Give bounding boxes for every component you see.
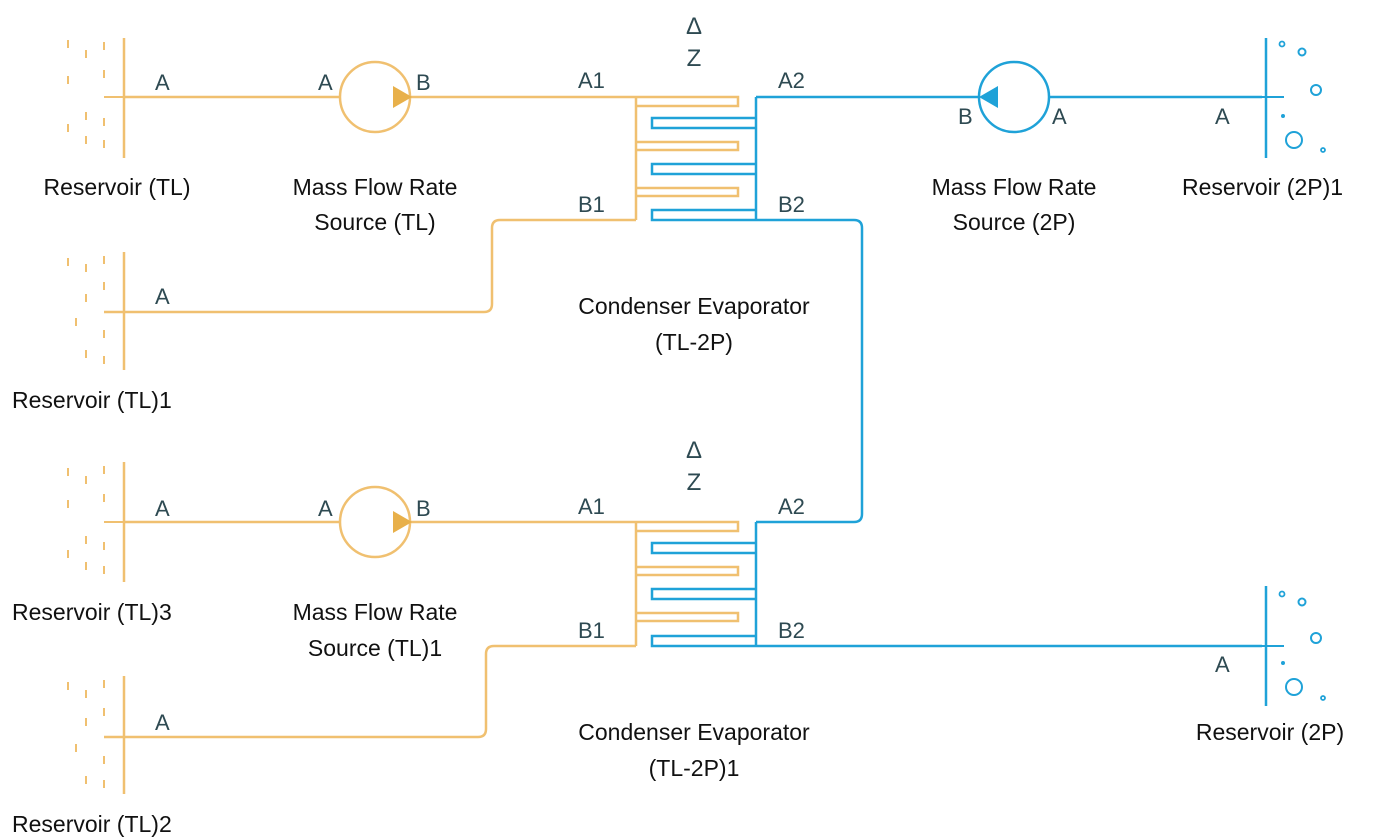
mfrs-tl-block[interactable]: A B Mass Flow Rate Source (TL)	[293, 60, 458, 235]
ce1-port-b1: B1	[578, 618, 605, 643]
mfrs-tl1-port-a: A	[318, 496, 333, 521]
reservoir-2p1-block[interactable]: A Reservoir (2P)1	[1182, 38, 1343, 200]
reservoir-tl1-block[interactable]: A Reservoir (TL)1	[12, 252, 172, 413]
line-res-tl1-to-ce-b1[interactable]	[104, 218, 636, 314]
ce-dz-delta: Δ	[686, 13, 702, 40]
ce1-port-a2: A2	[778, 494, 805, 519]
ce1-label-line2: (TL-2P)1	[649, 755, 740, 781]
mfrs-tl-port-b: B	[416, 70, 431, 95]
line-res-tl2-to-ce1-b1[interactable]	[104, 644, 636, 739]
reservoir-tl-icon	[67, 38, 126, 158]
reservoir-tl2-block[interactable]: A Reservoir (TL)2	[12, 676, 172, 837]
ce1-dz-z: Z	[687, 469, 702, 496]
reservoir-tl2-label: Reservoir (TL)2	[12, 811, 172, 837]
reservoir-2p-icon	[1262, 586, 1326, 706]
ce-port-b1: B1	[578, 192, 605, 217]
ce-dz-z: Z	[687, 45, 702, 72]
ce1-port-b2: B2	[778, 618, 805, 643]
ce1-port-a1: A1	[578, 494, 605, 519]
ce-label-line1: Condenser Evaporator	[578, 293, 810, 319]
reservoir-tl1-icon	[67, 252, 126, 370]
ce1-tl-coil-icon	[634, 520, 740, 646]
ce-2p-coil-icon	[650, 97, 758, 222]
mfrs-tl-label-line1: Mass Flow Rate	[293, 174, 458, 200]
ce1-2p-coil-icon	[650, 522, 758, 648]
ce-port-a1: A1	[578, 68, 605, 93]
mfrs-tl1-label-line1: Mass Flow Rate	[293, 599, 458, 625]
mfrs-tl1-block[interactable]: A B Mass Flow Rate Source (TL)1	[293, 485, 458, 661]
reservoir-tl1-label: Reservoir (TL)1	[12, 387, 172, 413]
reservoir-tl2-icon	[67, 676, 126, 794]
reservoir-tl3-port-a: A	[155, 496, 170, 521]
reservoir-tl3-block[interactable]: A Reservoir (TL)3	[12, 462, 172, 625]
reservoir-2p-block[interactable]: A Reservoir (2P)	[1196, 586, 1344, 745]
reservoir-tl1-port-a: A	[155, 284, 170, 309]
mfrs-tl1-port-b: B	[416, 496, 431, 521]
mfrs-2p-port-a: A	[1052, 104, 1067, 129]
line-ce-b2-to-ce1-a2[interactable]	[756, 218, 864, 524]
reservoir-tl-label: Reservoir (TL)	[44, 174, 191, 200]
reservoir-tl3-label: Reservoir (TL)3	[12, 599, 172, 625]
ce-label-line2: (TL-2P)	[655, 329, 733, 355]
mfrs-tl-port-a: A	[318, 70, 333, 95]
reservoir-tl3-icon	[67, 462, 126, 582]
reservoir-2p1-icon	[1262, 38, 1326, 158]
ce-block[interactable]: Δ Z A1 B1 A2 B2 Condenser Evaporator (TL…	[578, 13, 810, 355]
reservoir-2p-label: Reservoir (2P)	[1196, 719, 1344, 745]
ce1-block[interactable]: Δ Z A1 B1 A2 B2 Condenser Evaporator (TL…	[578, 437, 810, 781]
reservoir-tl2-port-a: A	[155, 710, 170, 735]
ce1-dz-delta: Δ	[686, 437, 702, 464]
reservoir-2p-port-a: A	[1215, 652, 1230, 677]
mfrs-tl1-arrow-icon	[393, 511, 412, 533]
mfrs-2p-label-line1: Mass Flow Rate	[932, 174, 1097, 200]
reservoir-tl-port-a: A	[155, 70, 170, 95]
mfrs-tl-arrow-icon	[393, 86, 412, 108]
mfrs-2p-arrow-icon	[979, 86, 998, 108]
connection-lines	[104, 95, 1262, 739]
ce-port-b2: B2	[778, 192, 805, 217]
mfrs-tl1-label-line2: Source (TL)1	[308, 635, 442, 661]
ce-tl-coil-icon	[634, 95, 740, 220]
reservoir-2p1-port-a: A	[1215, 104, 1230, 129]
reservoir-2p1-label: Reservoir (2P)1	[1182, 174, 1343, 200]
mfrs-2p-label-line2: Source (2P)	[953, 209, 1076, 235]
ce1-label-line1: Condenser Evaporator	[578, 719, 810, 745]
mfrs-2p-block[interactable]: B A Mass Flow Rate Source (2P)	[932, 60, 1097, 235]
mfrs-2p-port-b: B	[958, 104, 973, 129]
mfrs-tl-label-line2: Source (TL)	[314, 209, 435, 235]
reservoir-tl-block[interactable]: A Reservoir (TL)	[44, 38, 191, 200]
ce-port-a2: A2	[778, 68, 805, 93]
